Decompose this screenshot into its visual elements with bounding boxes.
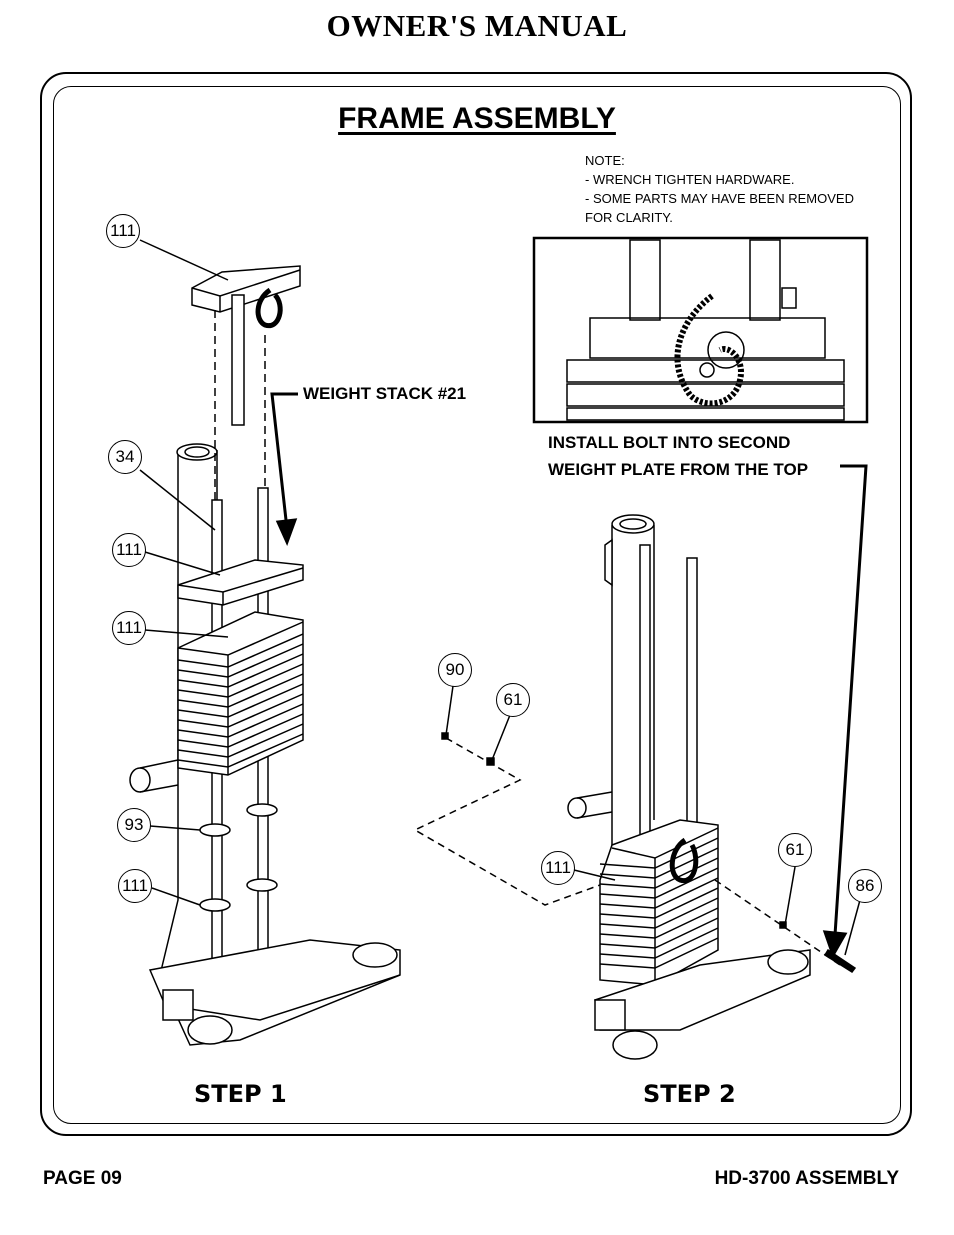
part-number-badge: 34 — [108, 440, 142, 474]
step-1-label: STEP 1 — [194, 1080, 287, 1108]
page-title: OWNER'S MANUAL — [326, 8, 628, 43]
part-number-badge: 111 — [118, 869, 152, 903]
weight-plate-line — [177, 643, 304, 678]
part-number-badge: 111 — [112, 611, 146, 645]
weight-plate-line — [599, 877, 719, 909]
detail-inset — [532, 236, 869, 424]
section-title: FRAME ASSEMBLY — [0, 102, 954, 136]
weight-stack-arrow — [270, 392, 298, 546]
step2-machine — [567, 514, 811, 1060]
weight-plate-line — [599, 937, 719, 969]
part-number-badge: 93 — [117, 808, 151, 842]
section-title-text: FRAME ASSEMBLY — [338, 102, 616, 135]
step-2-label: STEP 2 — [643, 1080, 736, 1108]
weight-plate-line — [599, 867, 719, 899]
callout-line: INSTALL BOLT INTO SECOND — [548, 433, 791, 452]
weight-plate-line — [177, 693, 304, 728]
weight-plate-line — [177, 703, 304, 738]
callout-arrow — [822, 464, 868, 959]
weight-plate-line — [599, 907, 719, 939]
part-number-badge: 111 — [541, 851, 575, 885]
install-bolt-callout: INSTALL BOLT INTO SECOND WEIGHT PLATE FR… — [548, 429, 808, 483]
weight-stack-label: WEIGHT STACK #21 — [303, 384, 467, 403]
weight-plate-line — [599, 897, 719, 929]
weight-plate-line — [599, 837, 719, 869]
weight-plate-line — [177, 723, 304, 758]
step1-machine — [129, 265, 401, 1046]
inner-frame — [53, 86, 901, 1124]
weight-plate-line — [177, 673, 304, 708]
note-line: - SOME PARTS MAY HAVE BEEN REMOVED — [585, 191, 854, 206]
page-number: PAGE 09 — [43, 1168, 122, 1189]
outer-frame — [40, 72, 912, 1136]
note-block: NOTE: - WRENCH TIGHTEN HARDWARE. - SOME … — [585, 151, 854, 227]
hardware-dashed-path — [413, 737, 841, 966]
callout-line: WEIGHT PLATE FROM THE TOP — [548, 460, 809, 479]
weight-plate-line — [177, 633, 304, 668]
weight-plate-line — [177, 713, 304, 748]
leader-lines — [139, 239, 861, 956]
note-line: FOR CLARITY. — [585, 210, 673, 225]
weight-plate-line — [177, 663, 304, 698]
part-number-badge: 61 — [496, 683, 530, 717]
part-number-badge: 86 — [848, 869, 882, 903]
part-number-badge: 111 — [106, 214, 140, 248]
note-line: NOTE: — [585, 153, 625, 168]
note-line: - WRENCH TIGHTEN HARDWARE. — [585, 172, 795, 187]
part-number-badge: 111 — [112, 533, 146, 567]
model-name: HD-3700 ASSEMBLY — [714, 1168, 899, 1189]
weight-plate-line — [599, 887, 719, 919]
weight-plate-line — [599, 927, 719, 959]
weight-plate-line — [177, 653, 304, 688]
part-number-badge: 90 — [438, 653, 472, 687]
weight-plate-line — [177, 683, 304, 718]
weight-plate-line — [177, 733, 304, 768]
weight-plate-line — [599, 917, 719, 949]
part-number-badge: 61 — [778, 833, 812, 867]
